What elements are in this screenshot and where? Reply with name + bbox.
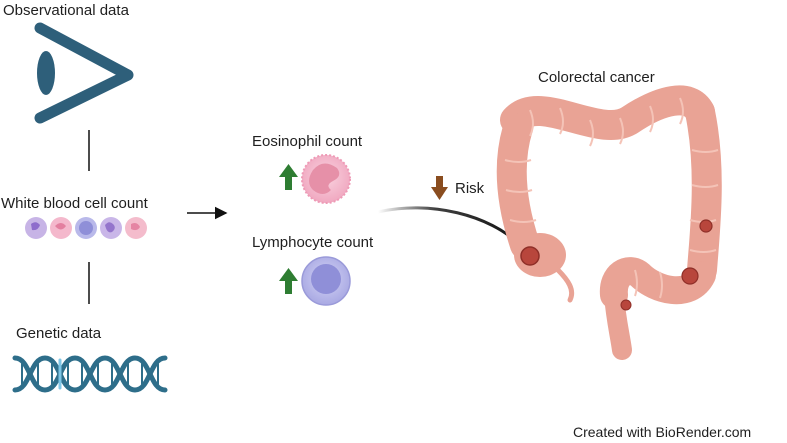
- eosinophil-cell-icon: [301, 154, 351, 204]
- risk-decrease-arrow-icon: [431, 176, 448, 200]
- genetic-data-label: Genetic data: [16, 325, 102, 342]
- risk-label: Risk: [455, 180, 485, 197]
- observational-data-label: Observational data: [3, 2, 129, 19]
- eosinophil-increase-arrow-icon: [279, 164, 298, 190]
- colon-icon: [496, 85, 722, 360]
- white-blood-cells-icon: [25, 217, 147, 239]
- dna-helix-icon: [12, 355, 168, 393]
- risk-curve-arrow: [377, 206, 522, 247]
- lymphocyte-increase-arrow-icon: [279, 268, 298, 294]
- lymphocyte-count-label: Lymphocyte count: [252, 234, 374, 251]
- lymphocyte-cell-icon: [301, 256, 351, 306]
- eye-icon: [34, 22, 134, 124]
- eosinophil-count-label: Eosinophil count: [252, 133, 363, 150]
- white-blood-cell-count-label: White blood cell count: [1, 195, 148, 212]
- colorectal-cancer-label: Colorectal cancer: [538, 69, 655, 86]
- biorender-credit: Created with BioRender.com: [573, 424, 752, 440]
